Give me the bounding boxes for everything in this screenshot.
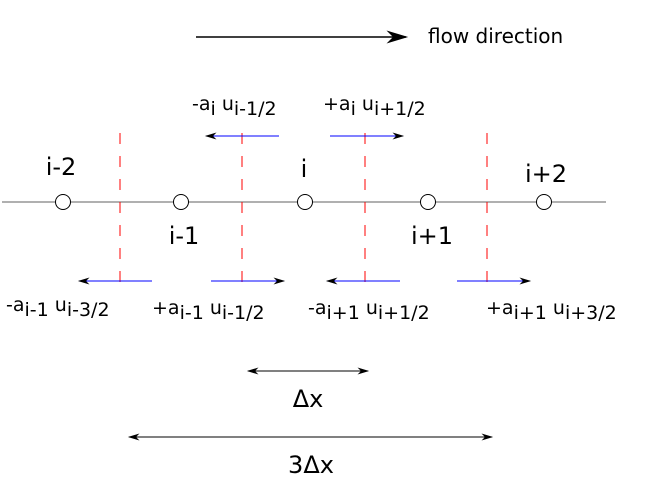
node-i+2 [536, 194, 552, 210]
flow-direction-label: flow direction [428, 24, 563, 48]
flux-label-bottom-1: -ai-1 ui-3/2 [6, 294, 110, 321]
node-i-2 [55, 194, 71, 210]
three-dx-label: 3Δx [288, 451, 334, 479]
node-label-i+1: i+1 [411, 222, 453, 250]
flux-label-bottom-2: +ai-1 ui-1/2 [152, 297, 265, 324]
node-label-i-1: i-1 [169, 222, 200, 250]
dx-label: Δx [293, 385, 324, 413]
flux-label-bottom-3: -ai+1 ui+1/2 [308, 297, 430, 324]
node-i+1 [420, 194, 436, 210]
node-label-i-2: i-2 [46, 153, 77, 181]
node-label-i+2: i+2 [525, 160, 567, 188]
flux-label-bottom-4: +ai+1 ui+3/2 [486, 297, 617, 324]
flux-label-top-right: +ai ui+1/2 [323, 93, 426, 120]
node-i-1 [173, 194, 189, 210]
flux-label-top-left: -ai ui-1/2 [192, 93, 277, 120]
node-label-i: i [301, 155, 308, 183]
node-i [297, 194, 313, 210]
